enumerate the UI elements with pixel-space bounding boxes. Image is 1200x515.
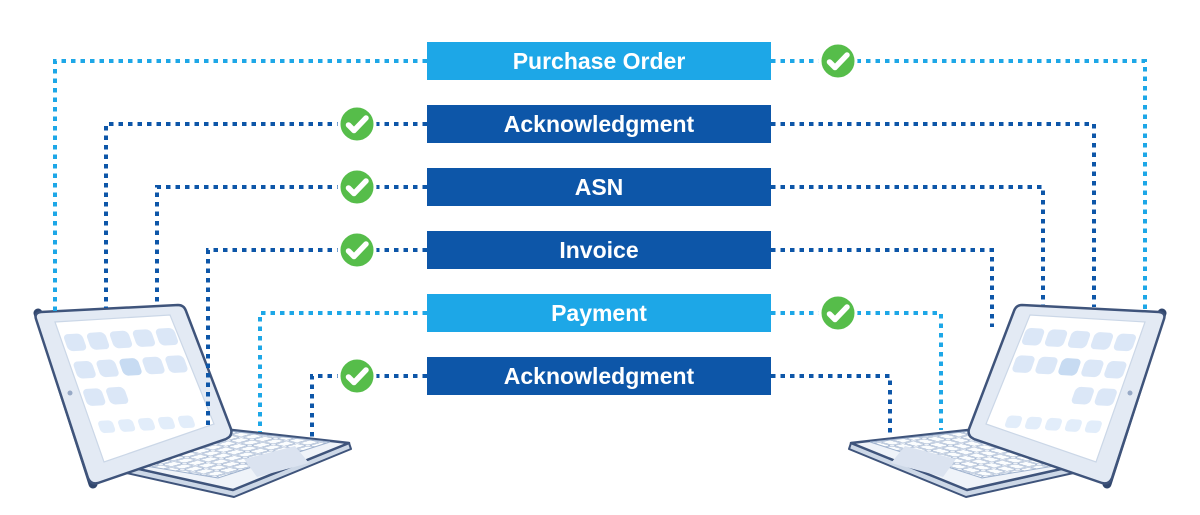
flow-line-left-3 bbox=[206, 248, 427, 428]
flow-line-right-0 bbox=[771, 59, 1147, 311]
app-tiles bbox=[64, 327, 195, 434]
checkmark-icon bbox=[337, 356, 377, 396]
document-bar bbox=[427, 357, 771, 395]
flow-line-right-5 bbox=[771, 374, 892, 436]
flow-line-left-2 bbox=[155, 185, 427, 305]
camera-dot bbox=[67, 390, 73, 396]
checkmark-icon bbox=[818, 293, 858, 333]
laptop-left-illustration bbox=[33, 303, 352, 498]
checkmark-icon bbox=[337, 230, 377, 270]
document-bar bbox=[427, 231, 771, 269]
flow-line-right-2 bbox=[771, 185, 1045, 305]
laptop-right-illustration bbox=[849, 305, 1164, 497]
checkmark-icon bbox=[818, 41, 858, 81]
flow-line-right-3 bbox=[771, 248, 994, 327]
flow-line-left-0 bbox=[53, 59, 427, 311]
check-badges bbox=[337, 41, 858, 396]
checkmark-icon bbox=[337, 167, 377, 207]
laptop-trackpad bbox=[244, 446, 309, 477]
flow-line-right-4 bbox=[771, 311, 943, 430]
document-bar bbox=[427, 105, 771, 143]
document-bar bbox=[427, 294, 771, 332]
document-bar bbox=[427, 168, 771, 206]
document-label: Purchase Order bbox=[513, 48, 686, 74]
document-bars: Purchase OrderAcknowledgmentASNInvoicePa… bbox=[427, 42, 771, 395]
document-label: Acknowledgment bbox=[504, 111, 695, 137]
document-label: Acknowledgment bbox=[504, 363, 695, 389]
flow-line-left-5 bbox=[310, 374, 427, 440]
document-label: ASN bbox=[575, 174, 624, 200]
document-label: Invoice bbox=[559, 237, 638, 263]
flow-line-left-1 bbox=[104, 122, 427, 308]
document-bar bbox=[427, 42, 771, 80]
document-label: Payment bbox=[551, 300, 647, 326]
flow-lines bbox=[53, 59, 1147, 440]
checkmark-icon bbox=[337, 104, 377, 144]
flow-line-right-1 bbox=[771, 122, 1096, 307]
